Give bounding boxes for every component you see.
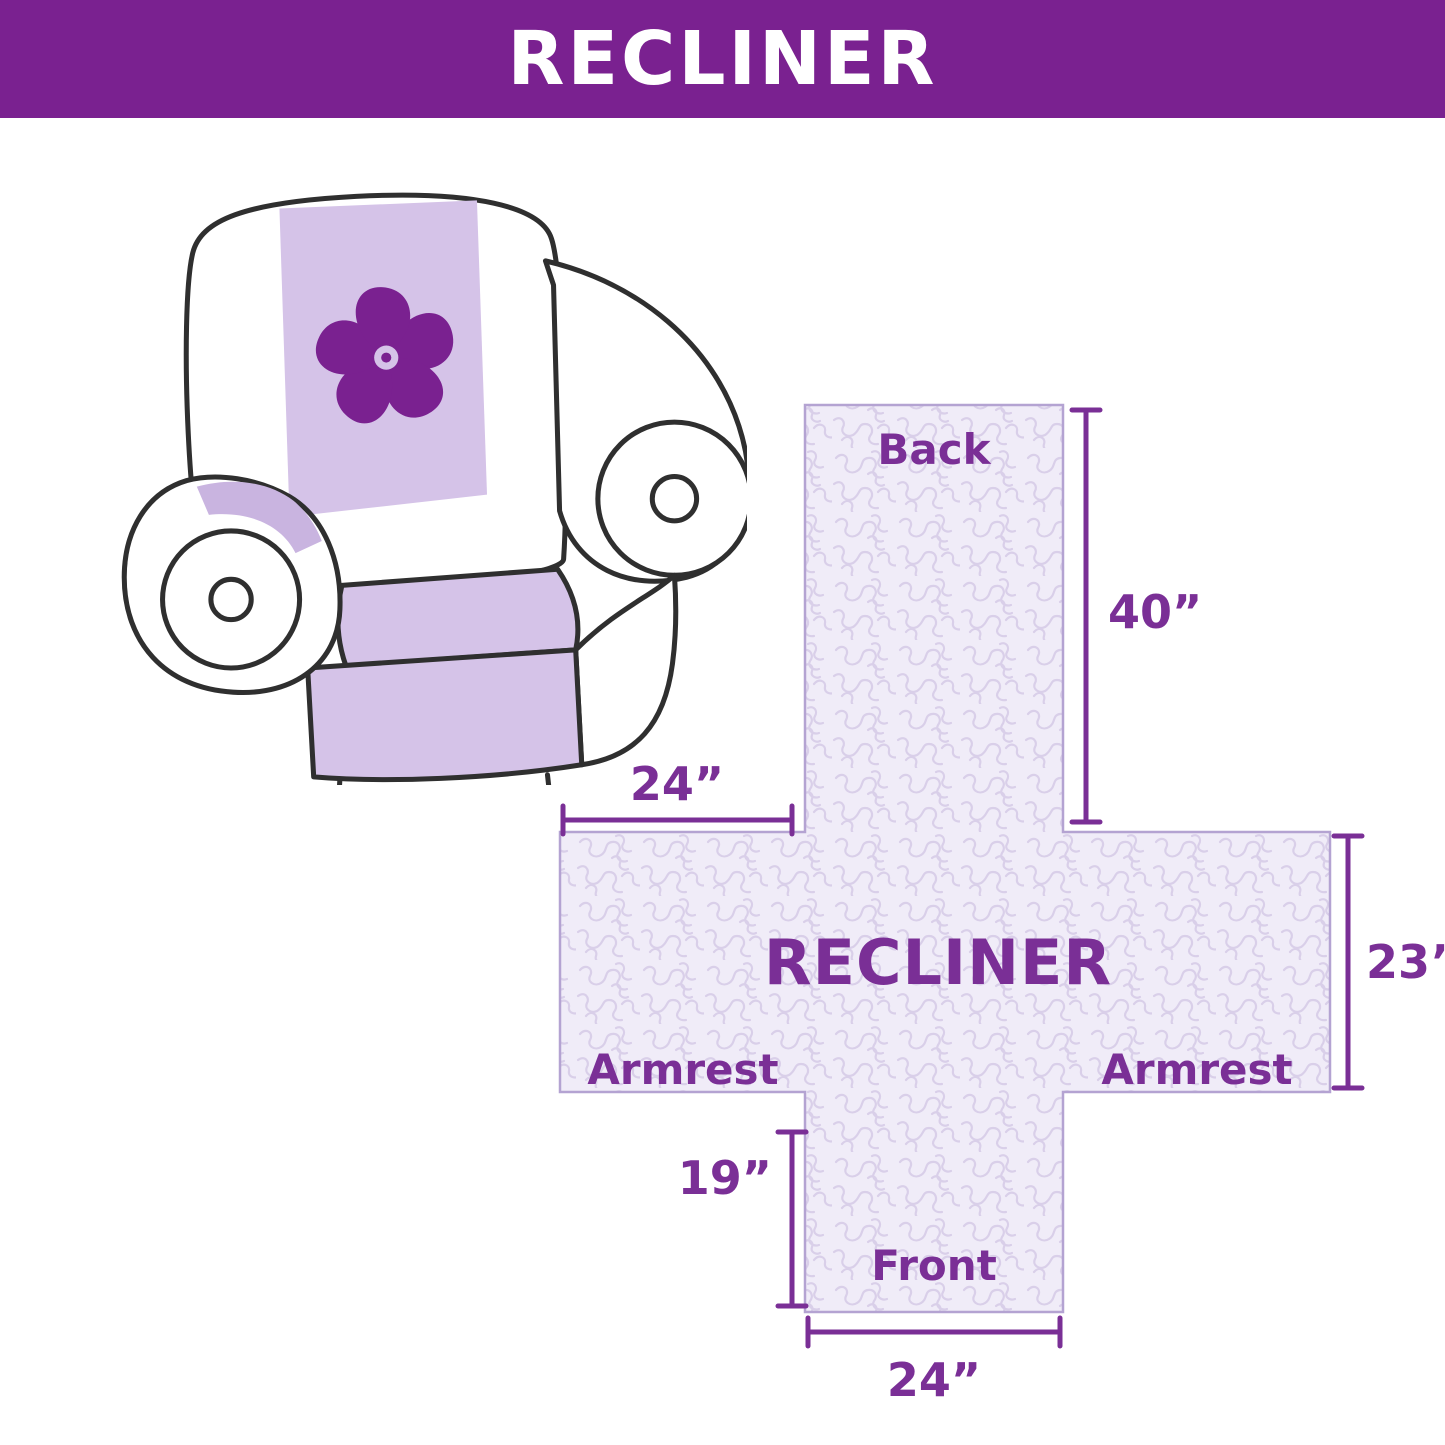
- dim-back-length-line: [1069, 407, 1103, 825]
- label-armrest-left: Armrest: [587, 1045, 778, 1094]
- recliner-chair-illustration: [121, 192, 747, 785]
- dim-front-width-value: 24”: [887, 1353, 981, 1407]
- pinwheel-icon: [315, 287, 454, 424]
- dim-armrest-height-line: [1331, 833, 1365, 1091]
- label-front: Front: [871, 1241, 997, 1290]
- page-title: RECLINER: [507, 16, 938, 102]
- header-banner: RECLINER: [0, 0, 1445, 118]
- dim-top-width-value: 24”: [630, 757, 724, 811]
- cover-front-skirt: [305, 647, 585, 783]
- chair-base: [573, 572, 679, 768]
- cover-armrest-flap: [196, 481, 322, 554]
- label-armrest-right: Armrest: [1101, 1045, 1292, 1094]
- dim-front-length-value: 19”: [678, 1151, 772, 1205]
- cover-cross-shape: [558, 403, 1332, 1314]
- dim-back-length-value: 40”: [1108, 585, 1202, 639]
- dim-armrest-height-value: 23”: [1366, 935, 1445, 989]
- label-back: Back: [877, 425, 991, 474]
- dim-front-width-line: [805, 1315, 1063, 1349]
- label-center-recliner: RECLINER: [764, 926, 1112, 999]
- dim-front-length-line: [775, 1129, 809, 1309]
- chair-right-arm: [542, 258, 747, 584]
- dim-top-width-line: [560, 803, 795, 837]
- chair-legs: [337, 772, 552, 785]
